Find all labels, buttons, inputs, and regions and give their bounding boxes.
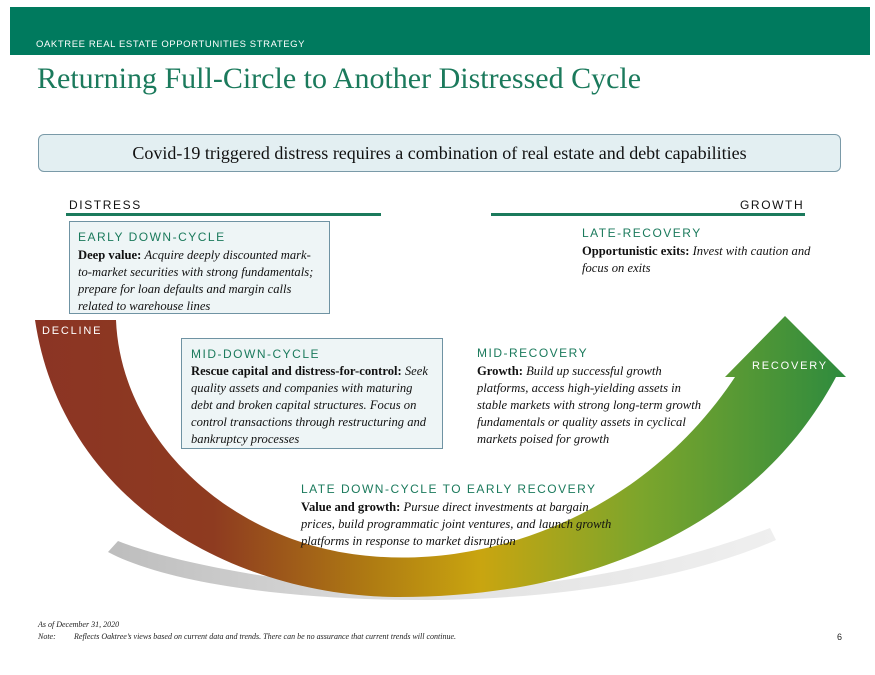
decline-label: DECLINE (42, 325, 103, 337)
phase-text: Seek quality assets and companies with m… (191, 364, 428, 446)
distress-rule (66, 213, 381, 216)
phase-text: Pursue direct investments at bargain pri… (301, 500, 612, 548)
phase-lead: Rescue capital and distress-for-control: (191, 364, 402, 378)
phase-description: Deep value: Acquire deeply discounted ma… (78, 247, 321, 315)
phase-lead: Value and growth: (301, 500, 401, 514)
note-text: Reflects Oaktree’s views based on curren… (74, 632, 457, 641)
phase-title: LATE-RECOVERY (582, 226, 702, 240)
header-kicker: OAKTREE REAL ESTATE OPPORTUNITIES STRATE… (36, 39, 306, 50)
phase-mid-recovery: MID-RECOVERY Growth: Build up successful… (477, 346, 707, 448)
header-band: OAKTREE REAL ESTATE OPPORTUNITIES STRATE… (10, 7, 870, 55)
phase-description: Growth: Build up successful growth platf… (477, 363, 707, 448)
phase-lead: Opportunistic exits: (582, 244, 690, 258)
phase-mid-down-cycle: MID-DOWN-CYCLE Rescue capital and distre… (181, 338, 443, 449)
as-of-date: As of December 31, 2020 (38, 620, 120, 629)
note-label: Note: (38, 632, 56, 641)
recovery-label: RECOVERY (752, 360, 828, 372)
phase-description: Rescue capital and distress-for-control:… (191, 363, 434, 448)
phase-lead: Deep value: (78, 248, 142, 262)
phase-lead: Growth: (477, 364, 523, 378)
page-number: 6 (837, 632, 843, 642)
phase-title: LATE DOWN-CYCLE TO EARLY RECOVERY (301, 482, 597, 496)
phase-text: Acquire deeply discounted mark-to-market… (78, 248, 314, 313)
phase-description: Value and growth: Pursue direct investme… (301, 499, 621, 550)
phase-late-down-cycle-early-recovery: LATE DOWN-CYCLE TO EARLY RECOVERY Value … (301, 482, 621, 550)
growth-rule (491, 213, 805, 216)
phase-text: Build up successful growth platforms, ac… (477, 364, 702, 446)
callout-text: Covid-19 triggered distress requires a c… (132, 142, 747, 163)
key-message-callout: Covid-19 triggered distress requires a c… (38, 134, 841, 172)
phase-title: MID-DOWN-CYCLE (191, 347, 320, 361)
growth-label: GROWTH (740, 198, 805, 212)
phase-early-down-cycle: EARLY DOWN-CYCLE Deep value: Acquire dee… (69, 221, 330, 314)
phase-title: MID-RECOVERY (477, 346, 589, 360)
page-title: Returning Full-Circle to Another Distres… (37, 62, 642, 95)
phase-late-recovery: LATE-RECOVERY Opportunistic exits: Inves… (582, 226, 812, 277)
arc-shadow (108, 528, 776, 600)
phase-title: EARLY DOWN-CYCLE (78, 230, 226, 244)
phase-description: Opportunistic exits: Invest with caution… (582, 243, 812, 277)
cycle-band (35, 316, 846, 598)
distress-label: DISTRESS (69, 198, 142, 212)
phase-text: Invest with caution and focus on exits (582, 244, 811, 275)
